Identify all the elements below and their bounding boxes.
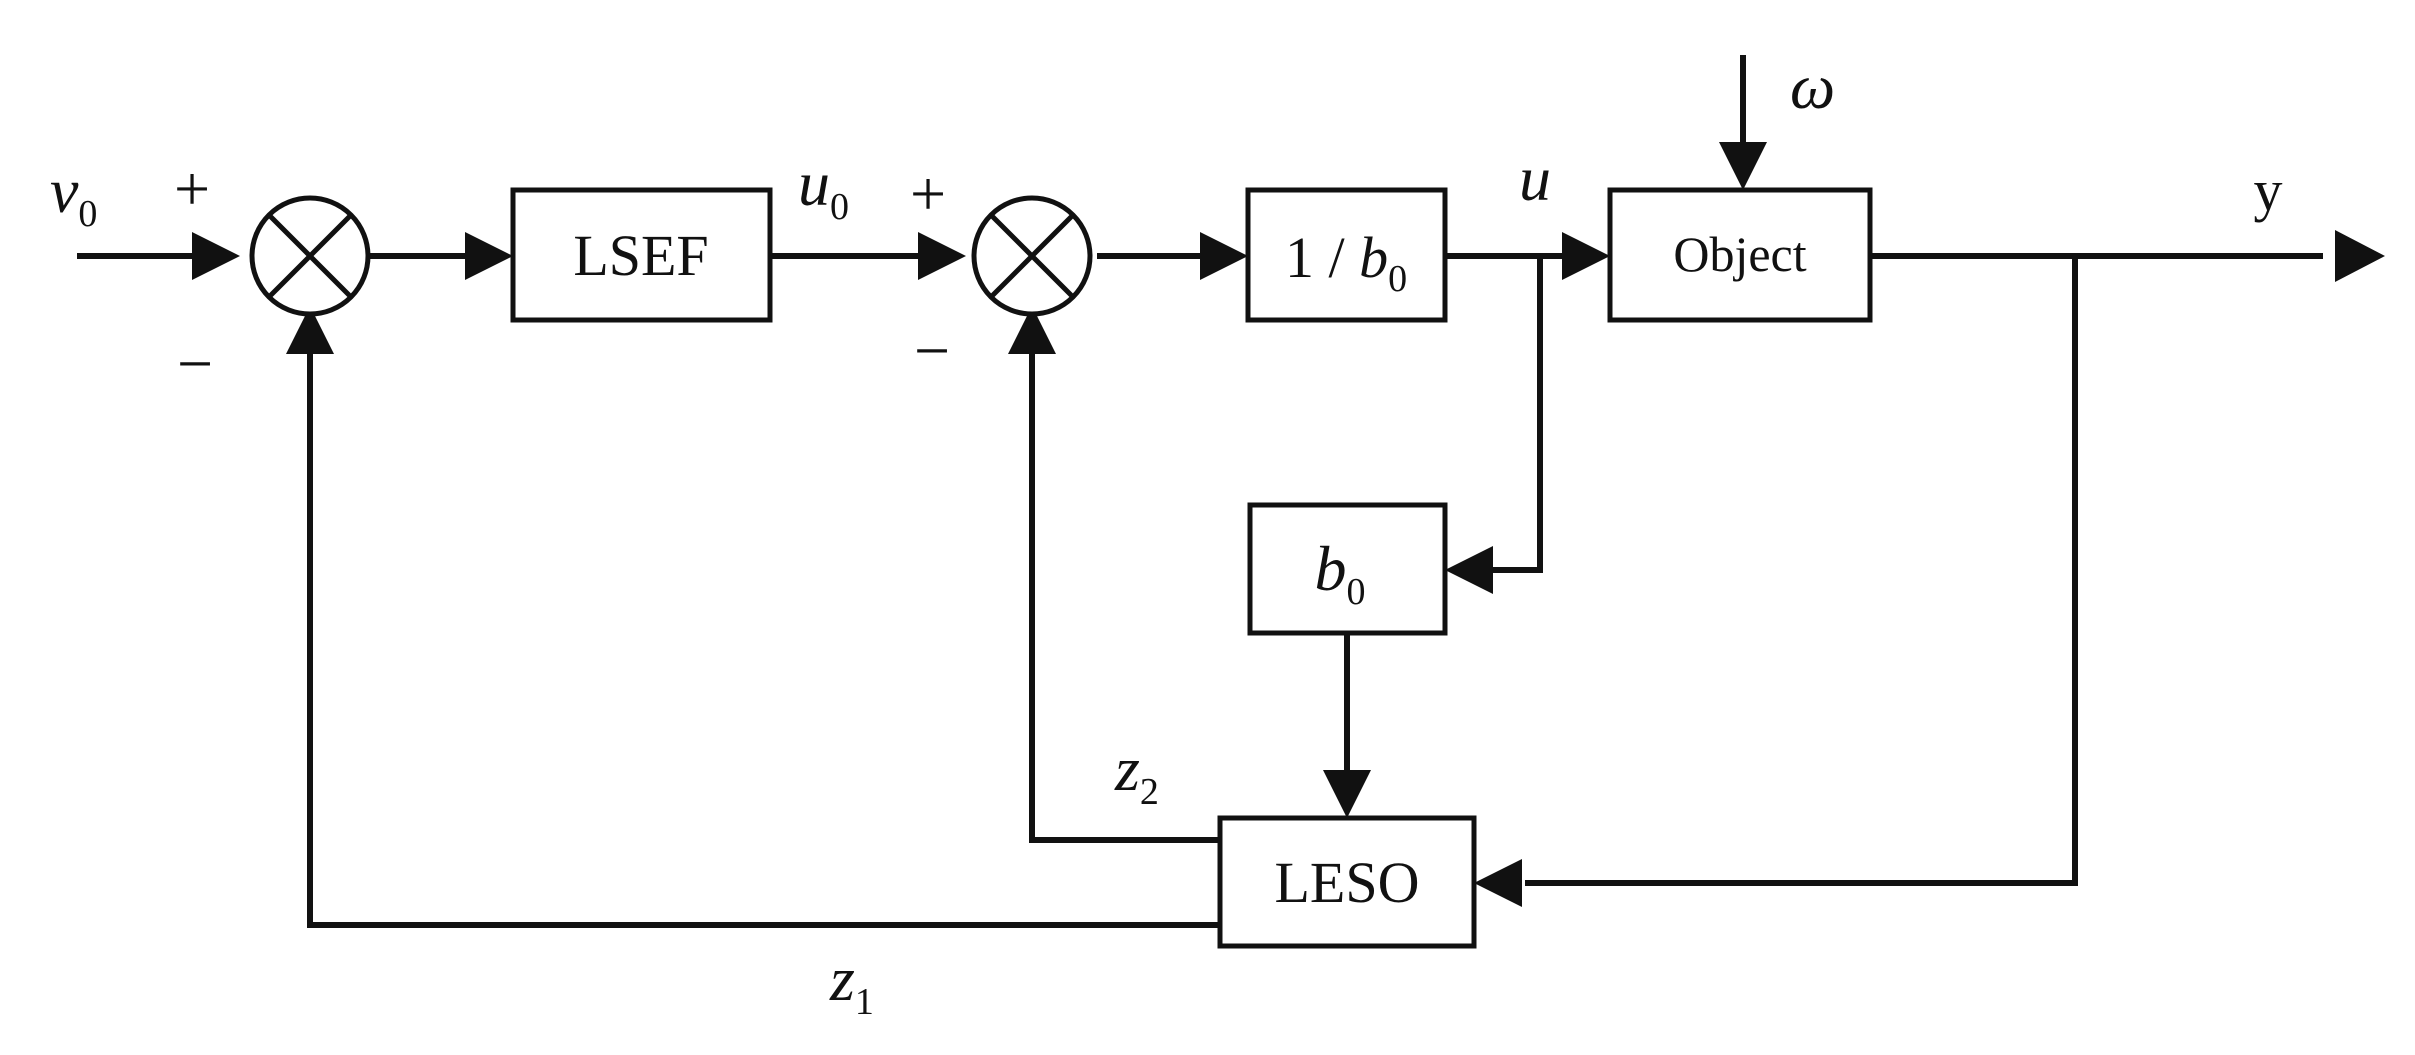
leso-y-arrowhead [1474,859,1522,907]
z2-arrowhead [1008,306,1056,354]
summing-junction-2 [971,195,1093,317]
output-arrowhead [2335,230,2385,282]
gain-input-arrowhead [1445,546,1493,594]
u-signal-label: u [1519,143,1551,214]
leso-label: LESO [1275,850,1420,915]
z2-signal-label: z2 [1114,733,1159,813]
object-input-arrowhead [1562,232,1610,280]
leso-top-arrowhead [1323,770,1371,818]
sum2-minus-sign: − [914,315,950,386]
inverse-gain-input-arrowhead [1200,232,1248,280]
disturbance-arrowhead [1719,142,1767,190]
output-signal-label: y [2254,158,2283,223]
object-label: Object [1673,226,1806,282]
y-feedback-wire [1525,253,2078,886]
sum2-plus-sign: + [910,158,946,229]
z1-arrowhead [286,306,334,354]
z1-signal-label: z1 [829,943,874,1023]
input-signal-label: v0 [50,155,97,235]
leso-block: LESO [1217,815,1477,949]
inverse-gain-label: 1 / b0 [1285,225,1407,300]
gain-block: b0 [1247,502,1448,636]
object-block: Object [1607,187,1873,323]
lsef-label: LSEF [573,223,708,288]
gain-label: b0 [1315,533,1366,613]
lsef-block: LSEF [510,187,773,323]
sum2-input-arrowhead [918,232,966,280]
u0-signal-label: u0 [798,148,849,228]
input-arrowhead [192,232,240,280]
summing-junction-1 [249,195,371,317]
sum1-plus-sign: + [174,153,210,224]
z2-feedback-wire [1029,349,1223,843]
inverse-gain-block: 1 / b0 [1245,187,1448,323]
sum1-minus-sign: − [177,328,213,399]
lsef-input-arrowhead [465,232,513,280]
z1-feedback-wire [307,349,1223,928]
disturbance-label: ω [1790,51,1835,122]
u-branch-wire [1487,253,1543,573]
